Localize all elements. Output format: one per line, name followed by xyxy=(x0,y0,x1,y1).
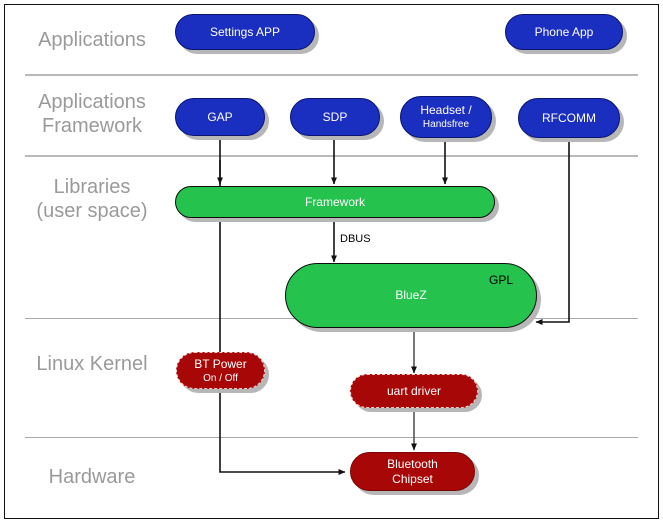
bt-power-sublabel: On / Off xyxy=(203,372,238,384)
diagram-frame xyxy=(4,4,659,519)
bluez-gpl-badge: GPL xyxy=(488,273,513,287)
divider-kernel-bottom xyxy=(25,437,638,438)
layer-label-applications: Applications xyxy=(38,29,146,51)
edge-rfcomm-to-bluez xyxy=(535,138,570,325)
layer-label-linux-kernel: Linux Kernel xyxy=(36,353,148,375)
node-gap[interactable]: GAP xyxy=(175,98,269,140)
phone-app-label: Phone App xyxy=(534,24,594,39)
layer-label-hardware: Hardware xyxy=(48,466,136,488)
node-uart-driver[interactable]: uart driver xyxy=(350,374,482,412)
gap-pill xyxy=(175,98,265,136)
node-headset-handsfree[interactable]: Headset / Handsfree xyxy=(400,96,496,142)
headset-handsfree-sublabel: Handsfree xyxy=(422,119,470,130)
gap-label: GAP xyxy=(207,109,233,124)
divider-framework-bottom xyxy=(25,155,638,157)
divider-applications-bottom xyxy=(25,74,638,76)
bt-power-label: BT Power xyxy=(194,356,247,371)
node-rfcomm[interactable]: RFCOMM xyxy=(518,98,624,142)
layer-label-applications-framework: Applications Framework xyxy=(38,91,146,137)
rfcomm-label: RFCOMM xyxy=(542,110,596,125)
bluetooth-chipset-label: Bluetooth xyxy=(387,456,438,471)
node-phone-app[interactable]: Phone App xyxy=(505,14,627,54)
sdp-label: SDP xyxy=(322,109,348,124)
uart-driver-pill xyxy=(350,374,478,408)
bluetooth-chipset-pill xyxy=(350,452,475,491)
node-settings-app[interactable]: Settings APP xyxy=(175,14,319,54)
layer-label-libraries: Libraries (user space) xyxy=(36,176,148,222)
edge-label-dbus: DBUS xyxy=(340,233,371,245)
settings-app-label: Settings APP xyxy=(209,24,281,39)
node-framework[interactable]: Framework xyxy=(175,186,499,222)
uart-driver-label: uart driver xyxy=(386,383,442,398)
phone-app-pill xyxy=(505,14,623,50)
headset-handsfree-pill xyxy=(400,96,492,138)
settings-app-pill xyxy=(175,14,315,50)
headset-handsfree-label: Headset / xyxy=(420,103,472,117)
node-bluetooth-chipset[interactable]: Bluetooth Chipset xyxy=(350,452,479,495)
node-bt-power[interactable]: BT Power On / Off xyxy=(176,352,269,393)
rfcomm-pill xyxy=(518,98,620,138)
bluez-label: BlueZ xyxy=(395,288,427,302)
node-sdp[interactable]: SDP xyxy=(290,98,384,140)
framework-label: Framework xyxy=(304,194,365,209)
bluetooth-chipset-sublabel: Chipset xyxy=(392,471,433,486)
node-bluez[interactable]: GPL BlueZ xyxy=(285,263,541,332)
sdp-pill xyxy=(290,98,380,136)
